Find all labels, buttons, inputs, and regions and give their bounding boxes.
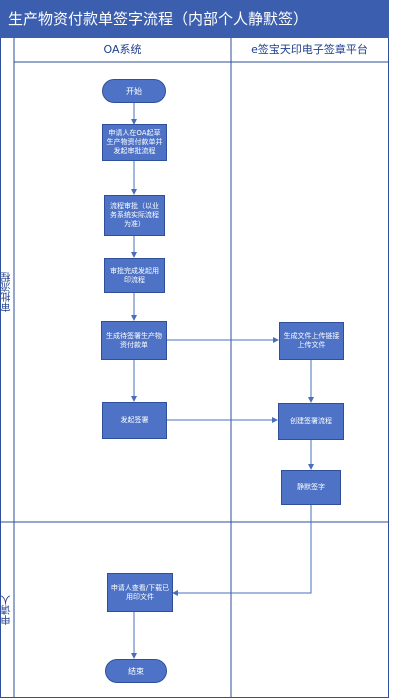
node-generate-label: 生成待签署生产物资付款单 [106, 331, 162, 349]
node-end-label: 结束 [128, 666, 144, 676]
node-upload: 生成文件上传链接上传文件 [279, 322, 344, 360]
node-approved-label: 审批完成发起用印流程 [110, 266, 159, 284]
node-silent-label: 静默签字 [297, 483, 325, 491]
page-title: 生产物资付款单签字流程（内部个人静默签） [0, 0, 389, 38]
node-initiate: 发起签署 [102, 402, 167, 439]
node-review: 流程审批（以业务系统实际流程为准） [104, 195, 165, 236]
node-create: 创建签署流程 [278, 403, 344, 440]
node-approved: 审批完成发起用印流程 [104, 258, 165, 293]
node-apply-label: 申请人在OA起草生产物资付款单并发起审批流程 [106, 129, 163, 155]
node-start-label: 开始 [126, 86, 142, 96]
node-generate: 生成待签署生产物资付款单 [101, 321, 167, 360]
node-initiate-label: 发起签署 [120, 416, 149, 424]
node-view: 申请人查看/下载已用印文件 [107, 573, 173, 612]
node-start: 开始 [102, 79, 166, 103]
lane-header-oa: OA系统 [103, 43, 142, 56]
node-silent: 静默签字 [281, 470, 341, 505]
node-review-label: 流程审批（以业务系统实际流程为准） [110, 202, 159, 228]
edge-silent-view [172, 505, 312, 596]
lane-header-esign: e签宝天印电子签章平台 [251, 43, 368, 56]
node-create-label: 创建签署流程 [290, 417, 332, 425]
node-upload-label: 生成文件上传链接上传文件 [283, 332, 340, 349]
node-view-label: 申请人查看/下载已用印文件 [110, 583, 170, 601]
node-end: 结束 [105, 659, 167, 683]
node-apply: 申请人在OA起草生产物资付款单并发起审批流程 [102, 124, 167, 161]
